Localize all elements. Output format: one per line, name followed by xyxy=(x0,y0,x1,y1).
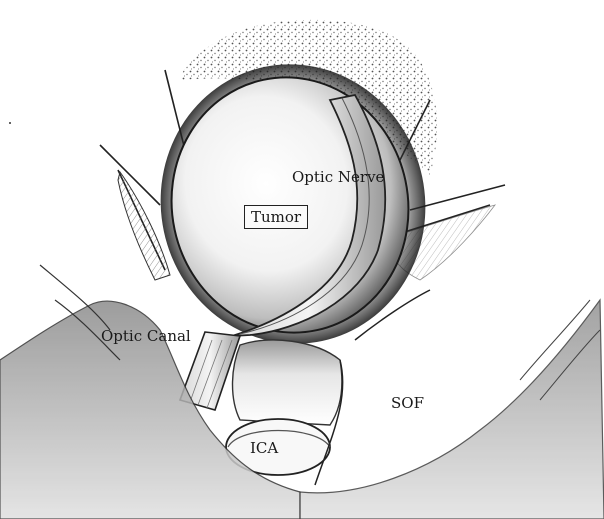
optic-canal-label: Optic Canal xyxy=(101,329,191,344)
optic-nerve-label: Optic Nerve xyxy=(292,170,384,185)
ica-label: ICA xyxy=(250,441,278,456)
ica-vessel xyxy=(233,340,342,425)
tumor-label: Tumor xyxy=(244,205,308,229)
sof-label: SOF xyxy=(391,396,424,411)
